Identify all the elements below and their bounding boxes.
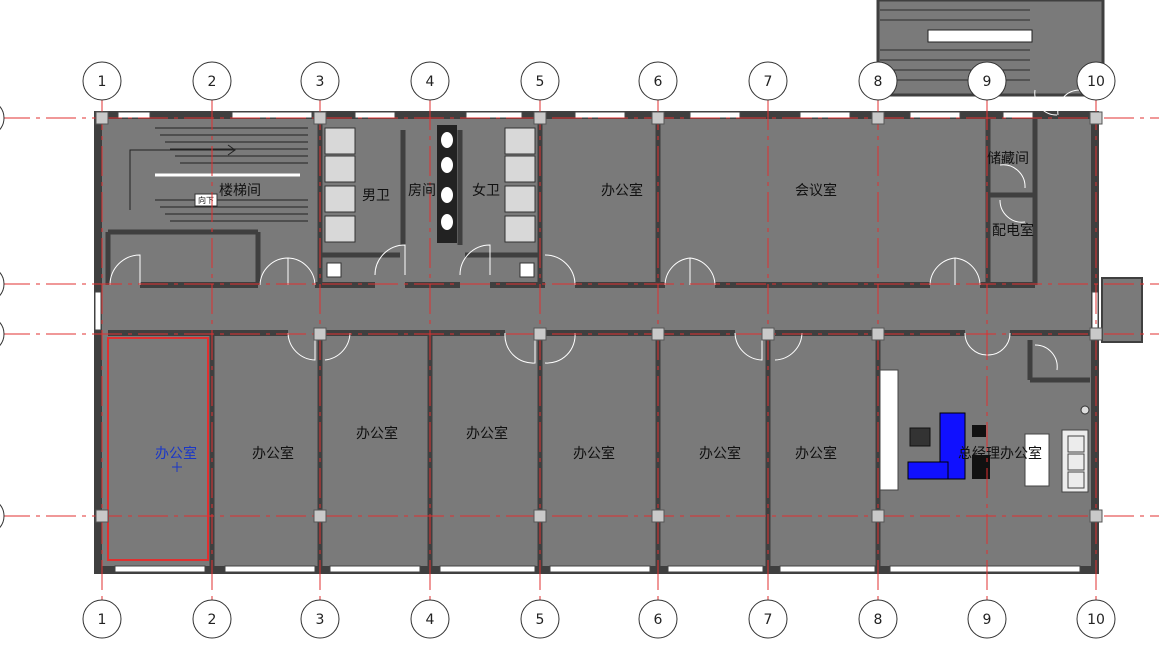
corridor-walls — [108, 282, 1092, 336]
grid-bubble-label: 5 — [536, 74, 545, 90]
room-label-office-5: 办公室 — [573, 445, 615, 462]
grid-bubble-label: 1 — [98, 612, 107, 628]
floor-slab — [98, 115, 1095, 570]
room-label-office-6: 办公室 — [699, 445, 741, 462]
sofa — [1061, 429, 1089, 493]
room-label-men-wc: 男卫 — [362, 188, 390, 204]
grid-lines-horizontal — [0, 117, 1159, 517]
room-label-gm-office: 总经理办公室 — [958, 445, 1042, 462]
stair-arrow — [129, 149, 235, 210]
stair-landing — [927, 29, 1033, 43]
windows — [94, 111, 1099, 573]
grid-bubble-label: 7 — [764, 612, 773, 628]
plant-icon — [1080, 405, 1090, 415]
door-swings — [109, 89, 1081, 371]
selection-outline[interactable] — [107, 337, 209, 561]
office-chair-2 — [972, 455, 990, 479]
floor-drain-icon — [326, 262, 342, 278]
executive-desk — [907, 412, 966, 480]
office-chair — [972, 425, 986, 437]
grid-bubble-label: 7 — [764, 74, 773, 90]
left-grid-bubbles — [0, 105, 5, 529]
sink-icon — [441, 132, 453, 230]
grid-bubble — [858, 61, 898, 101]
grid-bubble — [858, 599, 898, 639]
grid-bubble-label: 10 — [1087, 74, 1105, 90]
room-label-storage: 储藏间 — [987, 151, 1029, 167]
room-label-meeting: 会议室 — [795, 182, 837, 199]
grid-bubble-label: 2 — [208, 612, 217, 628]
grid-bubble-label: 9 — [983, 612, 992, 628]
grid-bubble — [967, 599, 1007, 639]
grid-bubble — [638, 599, 678, 639]
grid-bubble-label: 4 — [426, 612, 435, 628]
grid-bubble-label: 9 — [983, 74, 992, 90]
room-label-office-4: 办公室 — [466, 425, 508, 442]
room-label-office-2: 办公室 — [252, 445, 294, 462]
grid-bubble — [748, 599, 788, 639]
room-label-room: 房间 — [408, 183, 436, 199]
coffee-table — [1024, 433, 1050, 487]
grid-bubble-label: 8 — [874, 612, 883, 628]
sink-row — [437, 125, 457, 243]
grid-bubble — [192, 61, 232, 101]
room-label-office-7: 办公室 — [795, 445, 837, 462]
grid-bubble — [410, 61, 450, 101]
grid-bubble — [82, 61, 122, 101]
room-label-power: 配电室 — [992, 222, 1034, 239]
grid-bubble — [192, 599, 232, 639]
room-label-office-top: 办公室 — [601, 182, 643, 199]
grid-bubble-label: 10 — [1087, 612, 1105, 628]
grid-bubble-label: 2 — [208, 74, 217, 90]
grid-bubble — [520, 61, 560, 101]
grid-bubble — [1076, 599, 1116, 639]
grid-bubble-label: 5 — [536, 612, 545, 628]
room-label-women-wc: 女卫 — [472, 182, 500, 199]
room-label-office-1[interactable]: 办公室 — [155, 445, 197, 462]
grid-bubble — [638, 61, 678, 101]
grid-bubble — [410, 599, 450, 639]
room-label-office-3: 办公室 — [356, 425, 398, 442]
room-label-stair: 楼梯间 — [219, 183, 261, 199]
grid-bubble-label: 4 — [426, 74, 435, 90]
bookshelf — [879, 369, 899, 491]
grid-bubble-label: 6 — [654, 612, 663, 628]
toilet-stalls — [324, 127, 536, 243]
floor-drain-icon-2 — [519, 262, 535, 278]
grid-bubble — [520, 599, 560, 639]
grid-bubbles-bottom: 1 2 3 4 5 6 7 8 9 10 — [82, 599, 1116, 639]
arrow-head-icon — [227, 144, 236, 156]
move-cursor-icon — [172, 462, 182, 472]
grid-bubble — [82, 599, 122, 639]
grid-bubble-label: 1 — [98, 74, 107, 90]
grid-bubble — [1076, 61, 1116, 101]
visitor-chair — [909, 427, 931, 447]
grid-bubble — [748, 61, 788, 101]
grid-bubble-label: 3 — [316, 74, 325, 90]
stair-treads — [155, 127, 308, 222]
annex — [1101, 277, 1143, 343]
column-pads — [95, 111, 1103, 523]
grid-bubble-label: 6 — [654, 74, 663, 90]
grid-bubbles-top: 1 2 3 4 5 6 7 8 9 10 — [82, 61, 1116, 101]
grid-bubble-label: 8 — [874, 74, 883, 90]
stair-tag: 向下 — [198, 195, 214, 205]
grid-bubble — [967, 61, 1007, 101]
grid-bubble — [300, 599, 340, 639]
grid-bubble-label: 3 — [316, 612, 325, 628]
grid-bubble — [300, 61, 340, 101]
